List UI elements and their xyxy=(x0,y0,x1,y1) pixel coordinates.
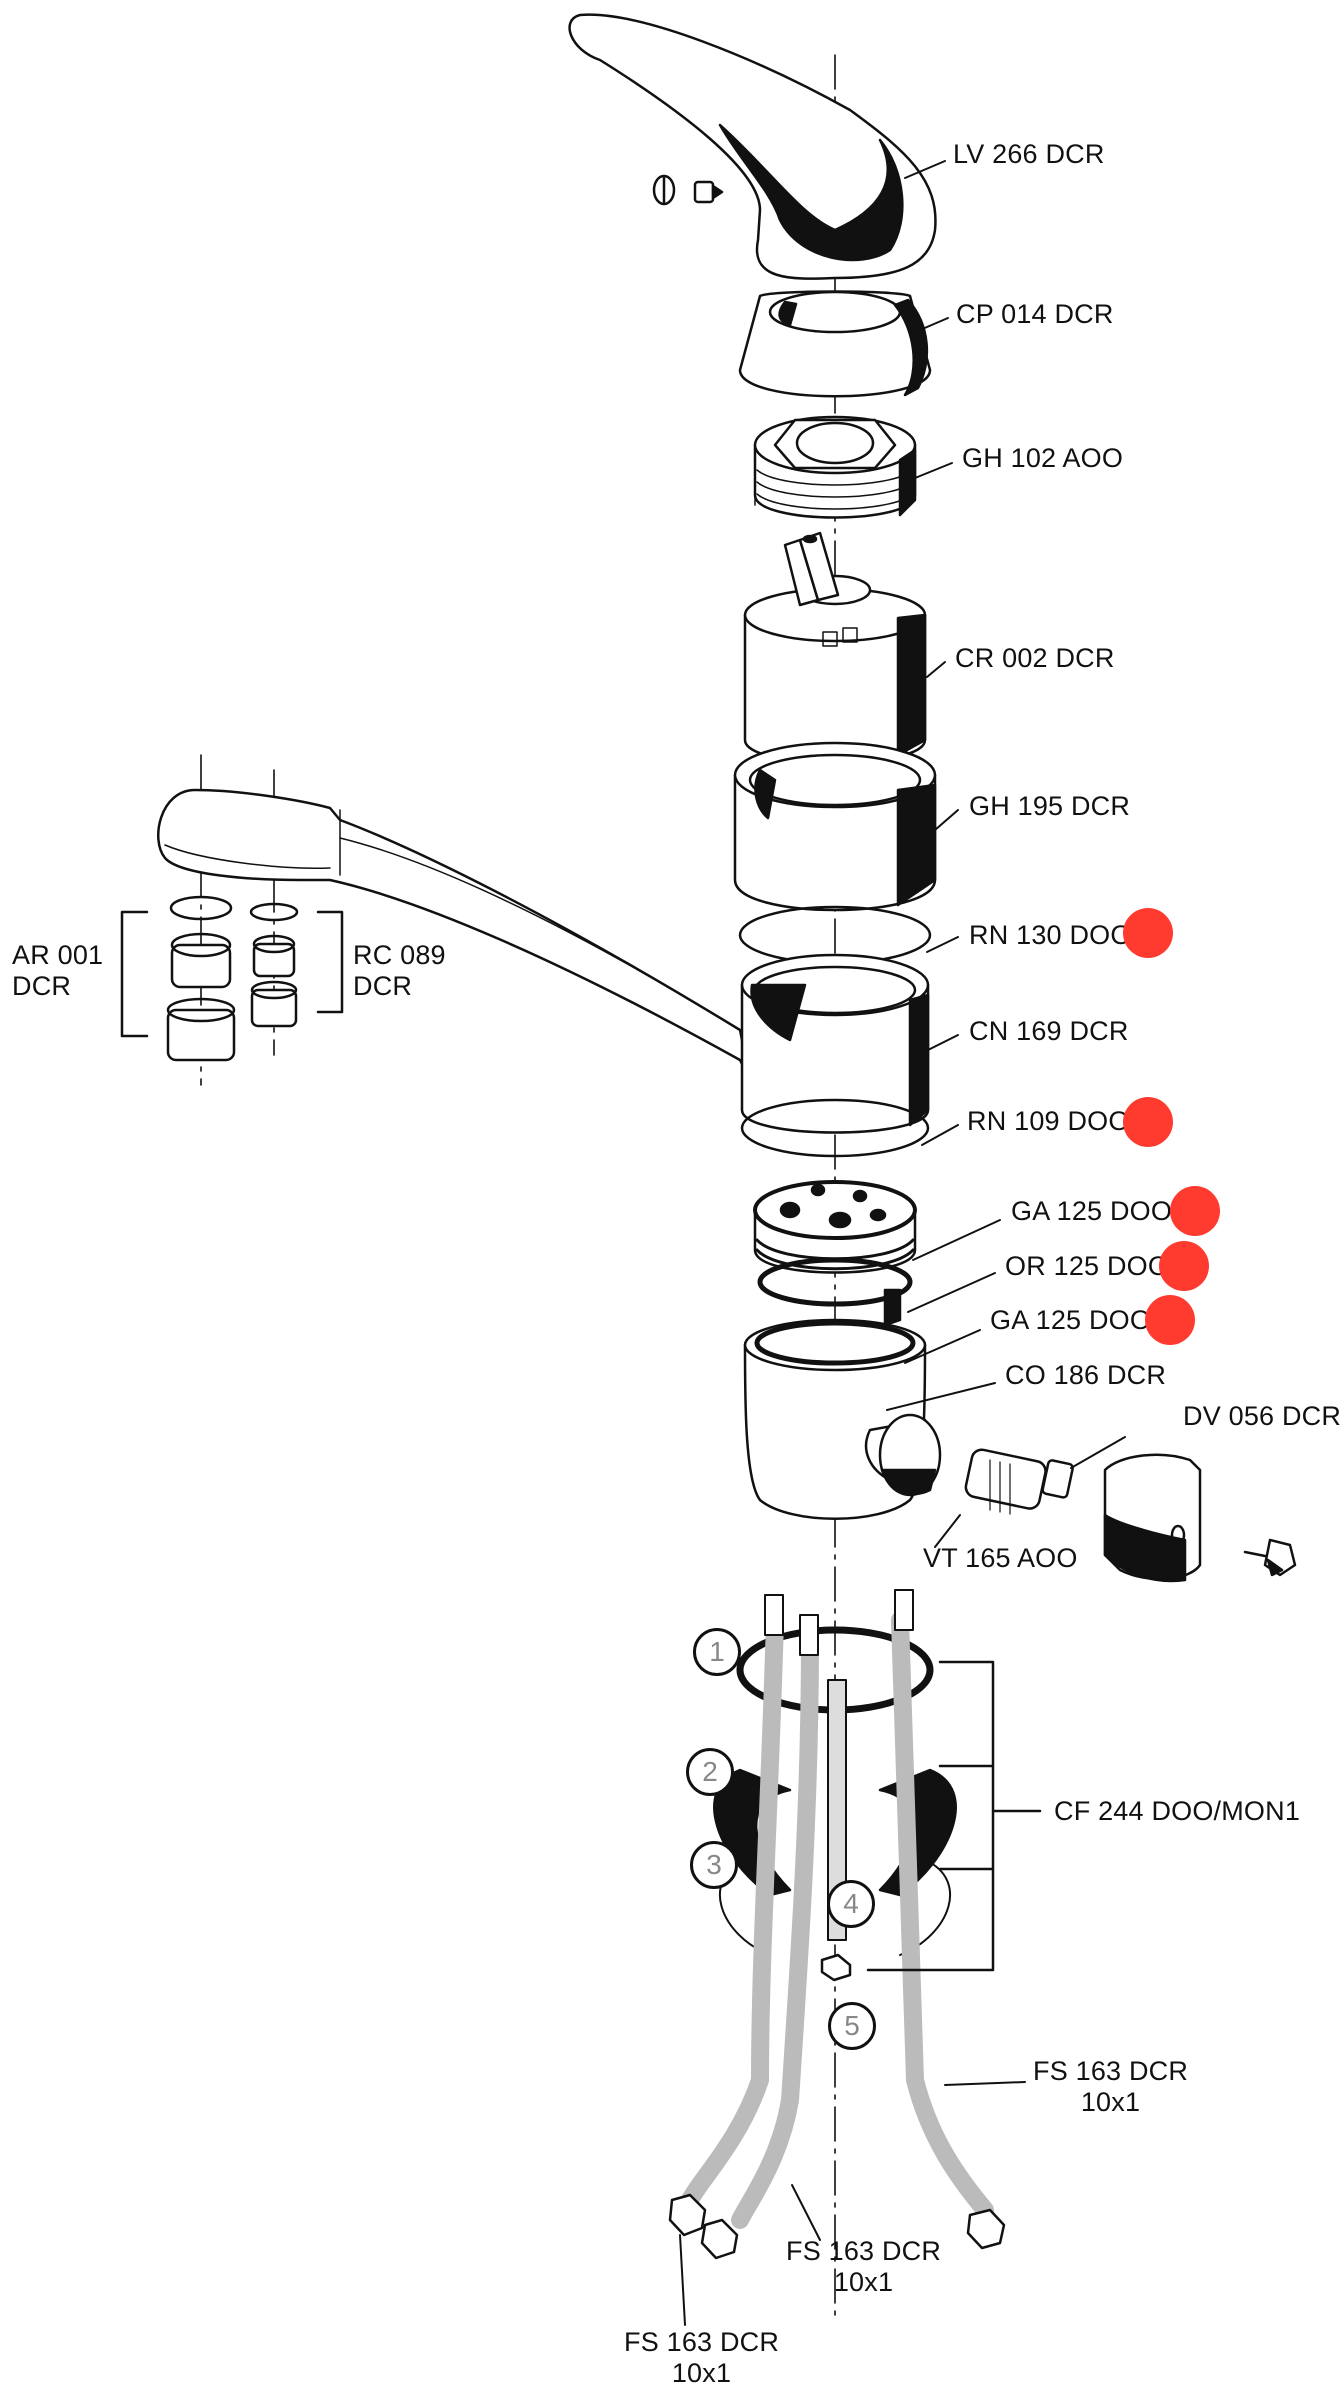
label-fs163-left-line1: FS 163 DCR xyxy=(624,2327,780,2357)
label-cn169: CN 169 DCR xyxy=(969,1016,1129,1046)
label-fs163-left: FS 163 DCR 10x1 xyxy=(624,2327,779,2389)
label-ga125-upper: GA 125 DOO xyxy=(1011,1196,1173,1226)
label-cr002: CR 002 DCR xyxy=(955,643,1115,673)
label-rn109: RN 109 DOO xyxy=(967,1106,1130,1136)
label-ar001: AR 001 DCR xyxy=(12,940,103,1002)
label-gh102: GH 102 AOO xyxy=(962,443,1124,473)
label-ar001-line1: AR 001 xyxy=(12,940,104,970)
label-gh195: GH 195 DCR xyxy=(969,791,1131,821)
aerator-parts-drawing xyxy=(166,895,299,1062)
marker-dot-ga125-lower xyxy=(1145,1295,1195,1345)
label-fs163-right-line1: FS 163 DCR xyxy=(1033,2056,1189,2086)
kit-callout-4: 4 xyxy=(827,1880,875,1928)
label-or125: OR 125 DOO xyxy=(1005,1251,1170,1281)
marker-dot-rn109 xyxy=(1123,1097,1173,1147)
oring-rn109-drawing xyxy=(740,1098,930,1158)
label-fs163-left-line2: 10x1 xyxy=(671,2358,732,2388)
marker-dot-rn130 xyxy=(1123,908,1173,958)
label-co186: CO 186 DCR xyxy=(1005,1360,1167,1390)
label-fs163-right-line2: 10x1 xyxy=(1080,2087,1141,2117)
valve-vt165-drawing xyxy=(964,1448,1074,1515)
kit-callout-1: 1 xyxy=(693,1628,741,1676)
kit-callout-2: 2 xyxy=(686,1748,734,1796)
label-lv266: LV 266 DCR xyxy=(953,139,1105,169)
label-rn130: RN 130 DOO xyxy=(969,920,1132,950)
label-rc089-line1: RC 089 xyxy=(353,940,446,970)
lever-handle-drawing xyxy=(568,13,937,280)
label-cp014: CP 014 DCR xyxy=(956,299,1114,329)
nut-gh102-drawing xyxy=(753,415,917,519)
label-vt165: VT 165 AOO xyxy=(923,1543,1078,1573)
label-fs163-mid-line1: FS 163 DCR xyxy=(786,2236,942,2266)
label-rc089: RC 089 DCR xyxy=(353,940,446,1002)
aerator-bracket-right xyxy=(316,910,344,1014)
label-fs163-right: FS 163 DCR 10x1 xyxy=(1033,2056,1188,2118)
handle-dv056-drawing xyxy=(1103,1453,1297,1583)
diverter-seal-stack-drawing xyxy=(753,1180,917,1327)
marker-dot-ga125-upper xyxy=(1170,1186,1220,1236)
body-cn169-drawing xyxy=(740,953,930,1134)
aerator-bracket-left xyxy=(120,910,149,1038)
label-ga125-lower: GA 125 DOO xyxy=(990,1305,1152,1335)
label-cf244: CF 244 DOO/MON1 xyxy=(1054,1796,1301,1826)
cartridge-cr-drawing xyxy=(743,531,927,764)
label-fs163-mid: FS 163 DCR 10x1 xyxy=(786,2236,941,2298)
marker-dot-or125 xyxy=(1159,1241,1209,1291)
kit-callout-3: 3 xyxy=(690,1841,738,1889)
kit-callout-5: 5 xyxy=(828,2002,876,2050)
fixing-kit-drawing xyxy=(668,1589,1042,2260)
spout-drawing xyxy=(157,788,752,1082)
ring-gh195-drawing xyxy=(733,741,937,912)
leader-lines xyxy=(679,160,1126,2326)
label-ar001-line2: DCR xyxy=(12,971,72,1001)
label-fs163-mid-line2: 10x1 xyxy=(833,2267,894,2297)
label-rc089-line2: DCR xyxy=(353,971,413,1001)
label-dv056: DV 056 DCR xyxy=(1183,1401,1340,1431)
body-co186-drawing xyxy=(743,1318,942,1520)
cap-cp-drawing xyxy=(738,290,932,398)
